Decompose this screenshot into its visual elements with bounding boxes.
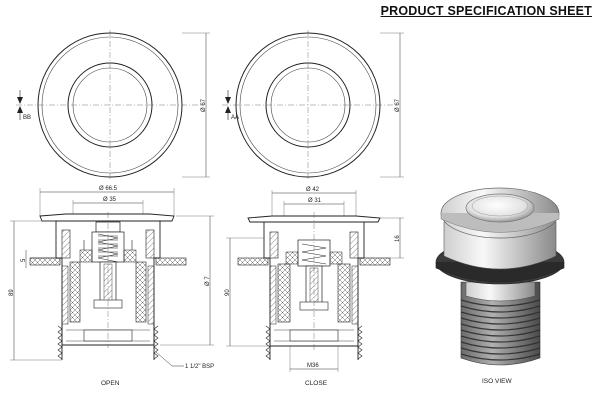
- close-section-view: Ø 42 Ø 31 90: [225, 187, 404, 387]
- section-mark-aa: AA: [231, 115, 239, 121]
- iso-view-label: ISO VIEW: [482, 378, 512, 385]
- open-dim-height: 89: [9, 289, 15, 296]
- sheet-title: PRODUCT SPECIFICATION SHEET: [380, 4, 592, 18]
- open-dim-outer: Ø 66.5: [99, 186, 118, 192]
- section-mark-bb: BB: [23, 115, 31, 121]
- open-dim-right: Ø 7: [205, 276, 211, 286]
- close-dim-inner: Ø 31: [308, 198, 322, 204]
- top-view-left: BB Ø 67: [16, 30, 210, 180]
- top-left-diameter-label: Ø 67: [201, 98, 207, 112]
- top-right-diameter-label: Ø 67: [395, 98, 401, 112]
- open-section-view: Ø 66.5 Ø 35: [9, 186, 214, 387]
- close-dim-bottom: M36: [307, 363, 319, 369]
- open-dim-inner: Ø 35: [103, 197, 117, 203]
- close-view-label: CLOSE: [305, 380, 328, 387]
- close-dim-right: 16: [395, 235, 401, 242]
- open-dim-small: 5: [21, 258, 27, 262]
- close-dim-height: 90: [225, 289, 231, 296]
- top-view-right: AA Ø 67: [222, 30, 404, 180]
- open-thread-callout: 1 1/2" BSP: [185, 364, 214, 370]
- iso-view: ISO VIEW: [435, 187, 565, 385]
- open-view-label: OPEN: [101, 380, 120, 387]
- close-dim-outer: Ø 42: [306, 187, 320, 193]
